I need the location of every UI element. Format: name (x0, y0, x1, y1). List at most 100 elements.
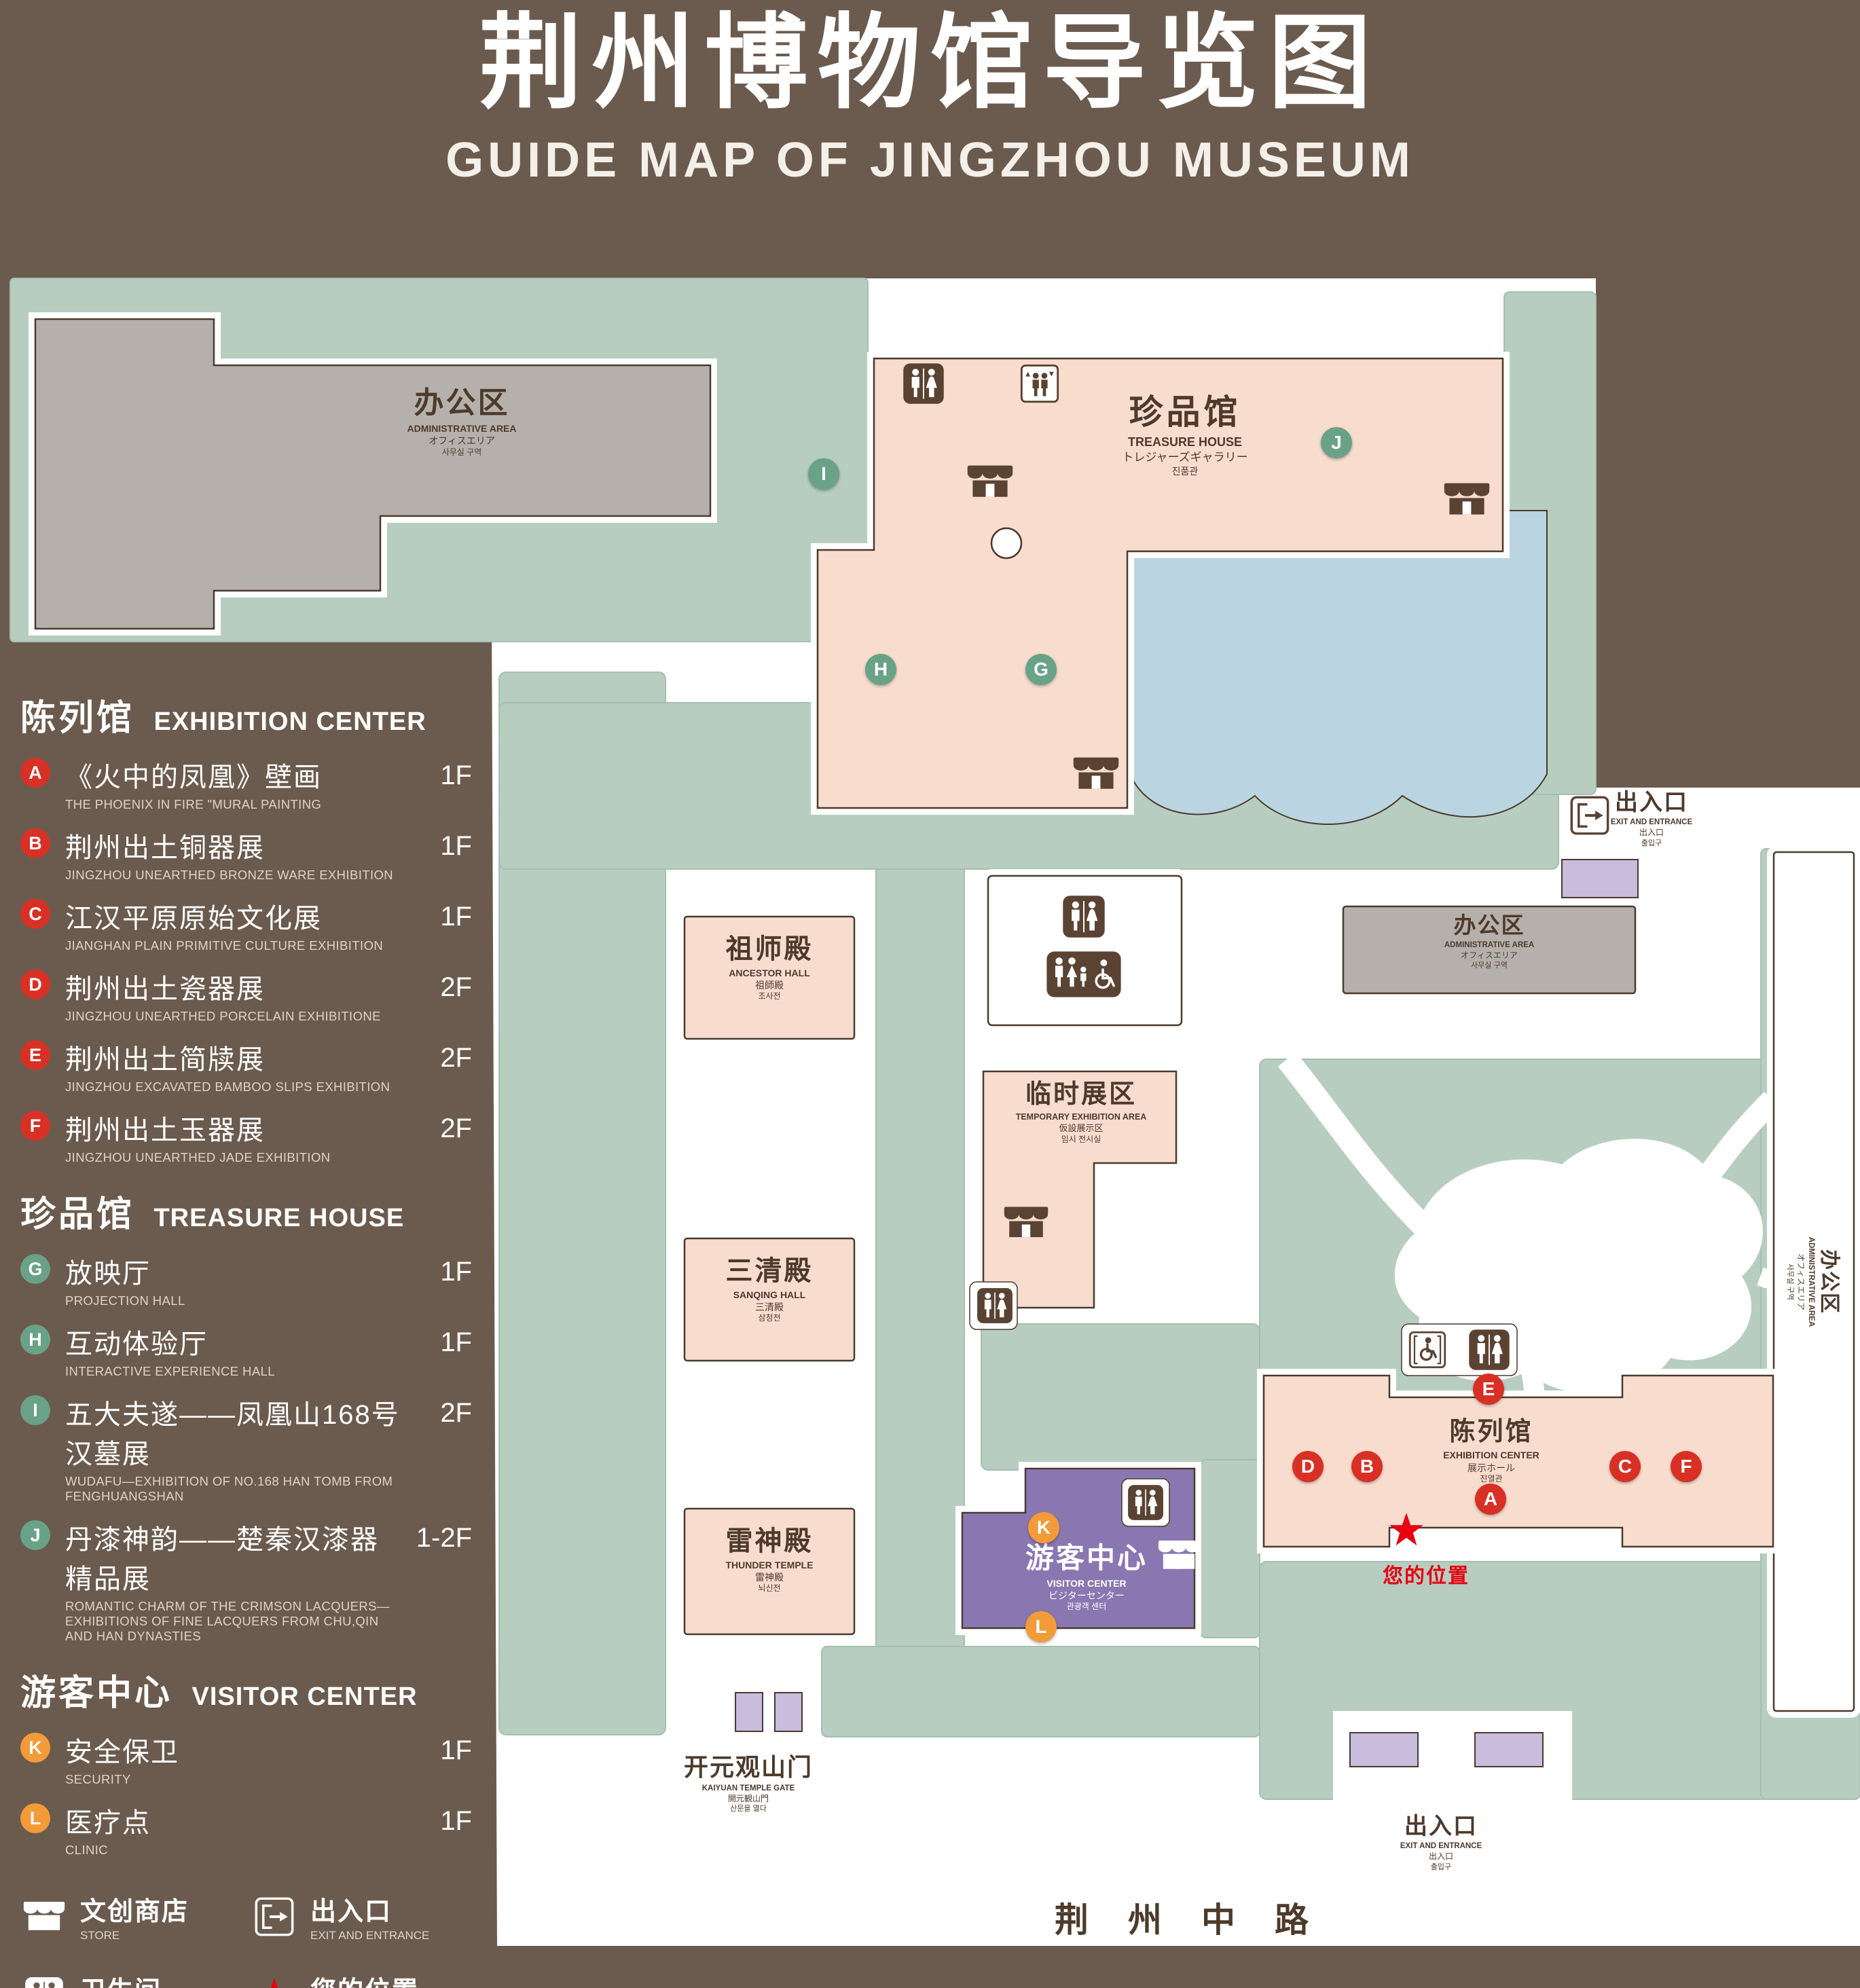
symbol-label-cn: 卫生间 (80, 1970, 162, 1988)
legend-marker: L (20, 1803, 50, 1833)
entrance-right-label: 出入口 EXIT AND ENTRANCE 出入口 출입구 (1611, 788, 1692, 848)
label-jp: オフィスエリア (1461, 950, 1518, 960)
legend-item-floor: 1F (440, 1735, 472, 1765)
legend-marker: F (20, 1111, 50, 1141)
label-kr: 사무실 구역 (1786, 1264, 1795, 1300)
label-kr: 출입구 (1641, 839, 1662, 847)
legend-item-floor: 2F (440, 1113, 472, 1143)
temporary-exhibition-label: 临时展区 TEMPORARY EXHIBITION AREA 仮設展示区 임시 … (1016, 1078, 1147, 1145)
legend-item-floor: 2F (440, 1043, 472, 1073)
label-jp: オフィスエリア (1795, 1253, 1806, 1310)
legend-symbol-item: 您的位置 YOUR LOCATION (251, 1970, 472, 1988)
legend-item-en: THE PHOENIX IN FIRE "MURAL PAINTING (65, 797, 322, 811)
sanqing-hall-building (683, 1237, 856, 1362)
store-icon (1000, 1202, 1053, 1244)
symbol-label-cn: 文创商店 (80, 1898, 189, 1926)
map-marker-c: C (1609, 1451, 1641, 1482)
label-kr: 진열관 (1480, 1473, 1503, 1484)
label-jp: 祖師殿 (755, 980, 784, 991)
legend-symbol-item: 卫生间 RESTROOMS (20, 1970, 241, 1988)
store-icon (1154, 1536, 1203, 1575)
label-kr: 사무실 구역 (1471, 961, 1508, 970)
label-jp: 仮設展示区 (1059, 1122, 1104, 1133)
ancestor-hall-building (683, 915, 856, 1040)
label-en: TEMPORARY EXHIBITION AREA (1015, 1112, 1147, 1122)
admin-east-label: 办公区 ADMINISTRATIVE AREA オフィスエリア 사무실 구역 (1785, 1237, 1842, 1327)
section-title-en: TREASURE HOUSE (153, 1204, 405, 1232)
legend-marker: J (20, 1520, 50, 1550)
label-jp: 雷神殿 (755, 1572, 784, 1583)
map-marker-j: J (1321, 427, 1352, 458)
label-kr: 삼청전 (758, 1313, 781, 1323)
store-icon (963, 460, 1017, 504)
label-cn: 祖师殿 (725, 934, 814, 964)
label-en: EXHIBITION CENTER (1443, 1450, 1539, 1461)
page-subtitle: GUIDE MAP OF JINGZHOU MUSEUM (445, 133, 1415, 188)
legend-item-cn: 江汉平原原始文化展 (65, 904, 322, 934)
label-jp: 開元観山門 (727, 1793, 769, 1803)
admin-right-building (1342, 905, 1637, 995)
legend-item-cn: 安全保卫 (65, 1737, 179, 1767)
legend-item-en: INTERACTIVE EXPERIENCE HALL (65, 1364, 275, 1378)
legend-item-cn: 放映厅 (65, 1259, 151, 1289)
label-cn: 雷神殿 (725, 1526, 814, 1556)
label-jp: ビジターセンター (1048, 1589, 1125, 1601)
label-cn: 珍品馆 (1129, 393, 1241, 431)
entrance-bottom-structure-2 (1474, 1732, 1544, 1767)
ancestor-hall-label: 祖师殿 ANCESTOR HALL 祖師殿 조사전 (726, 932, 814, 1002)
legend-item-list: K 安全保卫 SECURITY 1F L 医疗点 CLINIC (20, 1730, 472, 1858)
legend-item-list: A 《火中的凤凰》壁画 THE PHOENIX IN FIRE "MURAL P… (20, 755, 472, 1165)
label-cn: 办公区 (1817, 1249, 1840, 1314)
buildings (29, 312, 1860, 1803)
legend-item-floor: 1F (440, 1327, 472, 1357)
exit-icon (1570, 796, 1609, 835)
legend-section-exhibition-center: 陈列馆 EXHIBITION CENTER A 《火中的凤凰》壁画 THE PH… (20, 689, 472, 1165)
fountain (990, 527, 1023, 559)
map-marker-a: A (1475, 1484, 1506, 1515)
legend-item-en: WUDAFU—EXHIBITION OF NO.168 HAN TOMB FRO… (65, 1474, 393, 1503)
label-en: ADMINISTRATIVE AREA (1806, 1236, 1815, 1327)
road (497, 1871, 1860, 1946)
label-kr: 산문을 열다 (730, 1805, 767, 1814)
legend-item-cn: 丹漆神韵——楚秦汉漆器精品展 (65, 1525, 379, 1594)
legend-marker: A (20, 758, 50, 788)
restroom-icon (977, 1287, 1013, 1324)
store-icon (20, 1897, 68, 1936)
legend-item-cn: 《火中的凤凰》壁画 (65, 762, 322, 792)
label-kr: 관광객 센터 (1066, 1601, 1107, 1611)
admin-top-left-label: 办公区 ADMINISTRATIVE AREA オフィスエリア 사무실 구역 (407, 384, 517, 458)
legend-marker: D (20, 970, 50, 999)
legend-section-visitor-center: 游客中心 VISITOR CENTER K 安全保卫 SECURITY 1F (20, 1664, 472, 1858)
legend-marker: E (20, 1040, 50, 1070)
your-location-label: 您的位置 (1383, 1565, 1470, 1587)
legend-item: C 江汉平原原始文化展 JIANGHAN PLAIN PRIMITIVE CUL… (20, 896, 472, 953)
label-en: KAIYUAN TEMPLE GATE (701, 1784, 795, 1792)
legend-item: I 五大夫遂——凤凰山168号汉墓展 WUDAFU—EXHIBITION OF … (20, 1393, 472, 1504)
location-star-icon (251, 1976, 298, 1988)
legend-item-floor: 1F (440, 1806, 472, 1836)
legend-symbol-item: 文创商店 STORE (20, 1890, 241, 1943)
label-en: ADMINISTRATIVE AREA (1444, 940, 1535, 949)
map-marker-g: G (1025, 654, 1057, 685)
label-en: EXIT AND ENTRANCE (1610, 818, 1693, 827)
legend-marker: G (20, 1254, 50, 1284)
legend-item-floor: 1F (440, 760, 472, 790)
symbol-label-en: EXIT AND ENTRANCE (310, 1929, 430, 1942)
label-kr: 조사전 (758, 991, 781, 1001)
label-kr: 출입구 (1430, 1862, 1452, 1871)
exhibition-center-building (1262, 1374, 1774, 1548)
label-jp: 三清殿 (755, 1302, 784, 1313)
legend-item-en: JIANGHAN PLAIN PRIMITIVE CULTURE EXHIBIT… (65, 938, 384, 953)
entrance-bottom-structure-1 (1349, 1732, 1419, 1767)
legend-item-en: JINGZHOU UNEARTHED PORCELAIN EXHIBITIONE (65, 1009, 381, 1023)
visitor-center-label: 游客中心 VISITOR CENTER ビジターセンター 관광객 센터 (1025, 1540, 1148, 1613)
label-cn: 开元观山门 (683, 1753, 814, 1781)
label-jp: オフィスエリア (428, 435, 495, 447)
label-en: ANCESTOR HALL (729, 968, 810, 978)
label-kr: 사무실 구역 (441, 447, 482, 457)
label-en: TREASURE HOUSE (1127, 435, 1243, 449)
legend-marker: I (20, 1395, 50, 1425)
page-title: 荆州博物馆导览图 (479, 5, 1381, 121)
